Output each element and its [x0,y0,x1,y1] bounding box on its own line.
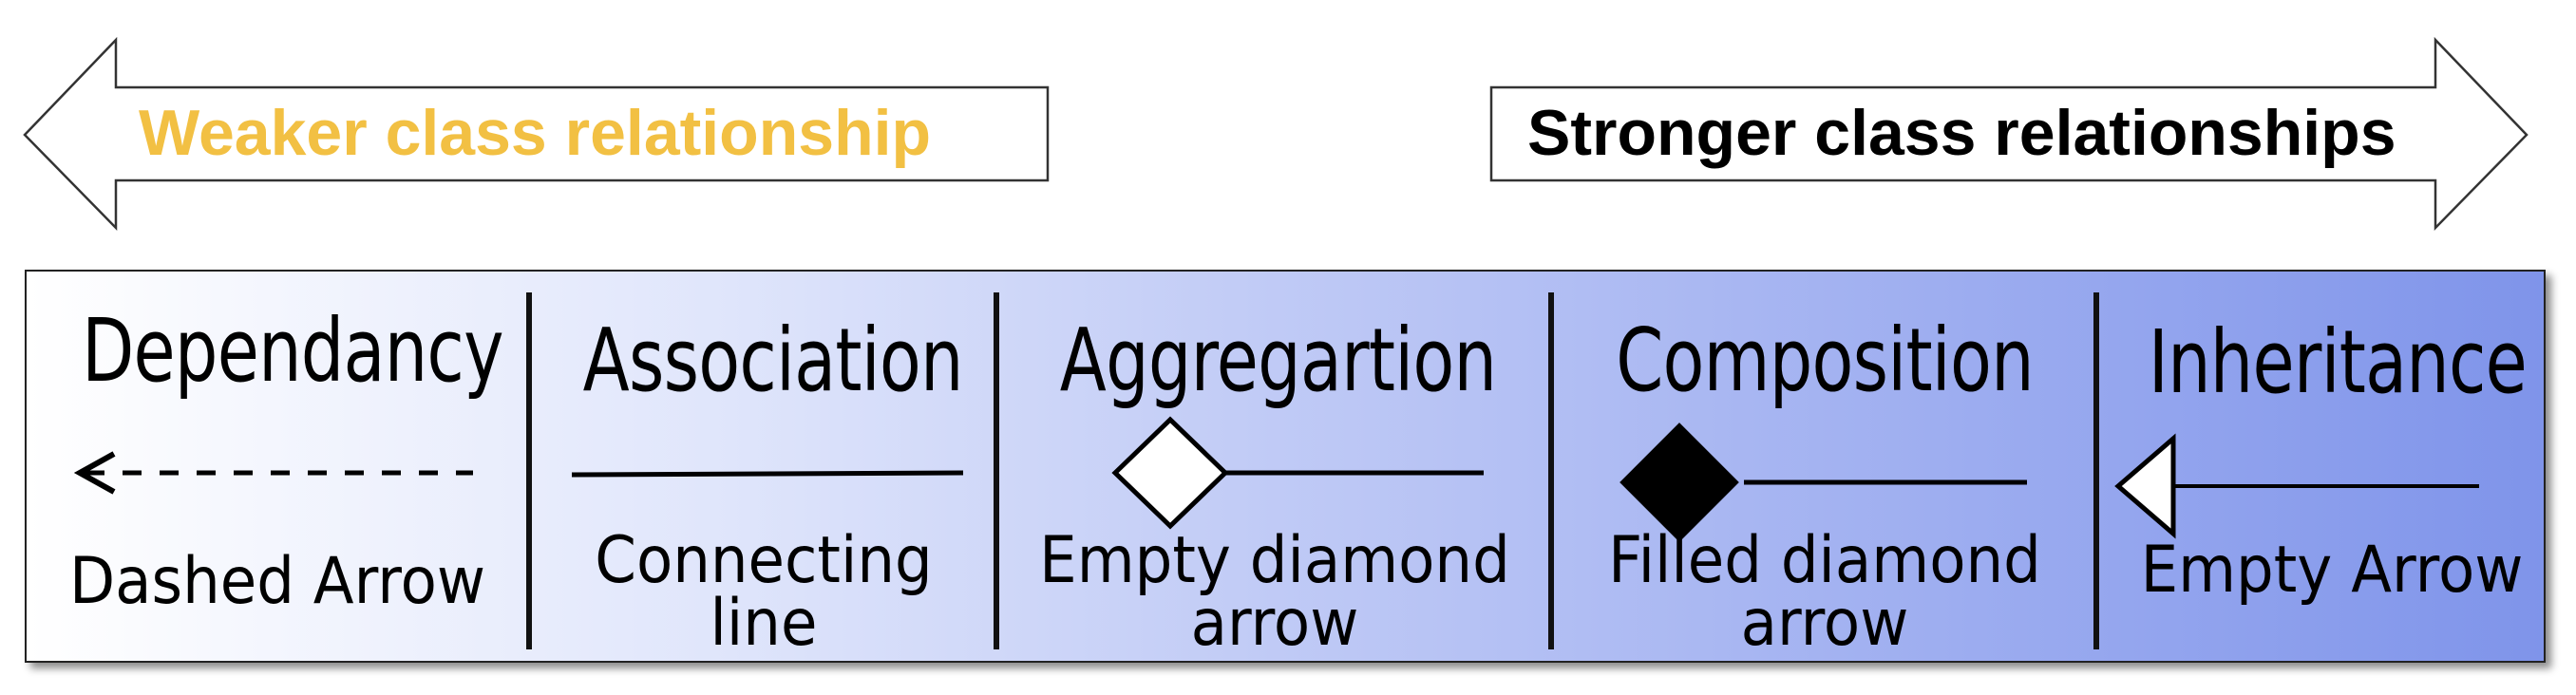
section-description: Empty Arrow [2140,533,2524,608]
section-inheritance: Inheritance Empty Arrow [2099,272,2546,661]
stronger-relationship-label: Stronger class relationships [1527,97,2396,169]
section-description: Empty diamond arrow [1039,523,1510,661]
empty-arrow-icon [2114,433,2479,539]
dashed-arrow-icon [73,451,473,495]
section-title: Inheritance [2148,311,2528,413]
section-title: Association [582,310,964,411]
section-divider [994,292,999,649]
section-composition: Composition Filled diamond arrow [1554,272,2095,661]
section-divider [1548,292,1554,649]
section-description: Filled diamond arrow [1608,523,2041,661]
section-title: Aggregartion [1059,310,1497,411]
section-divider [526,292,532,649]
weaker-direction-arrow [23,36,1050,232]
section-aggregartion: Aggregartion Empty diamond arrow [999,272,1550,661]
section-description: Dashed Arrow [68,544,486,619]
filled-diamond-icon [1619,423,2027,542]
section-title: Dependancy [82,300,504,402]
direction-arrows [23,36,2529,232]
weaker-relationship-label: Weaker class relationship [139,97,932,169]
connecting-line-icon [571,470,964,478]
stronger-direction-arrow [1489,36,2529,232]
section-divider [2093,292,2099,649]
empty-diamond-icon [1111,416,1484,530]
section-description: Connecting line [595,523,933,661]
section-title: Composition [1616,310,2034,411]
section-dependancy: Dependancy Dashed Arrow [27,272,528,661]
relationship-panel: Dependancy Dashed Arrow Association Conn… [25,270,2546,663]
section-association: Association Connecting line [532,272,995,661]
